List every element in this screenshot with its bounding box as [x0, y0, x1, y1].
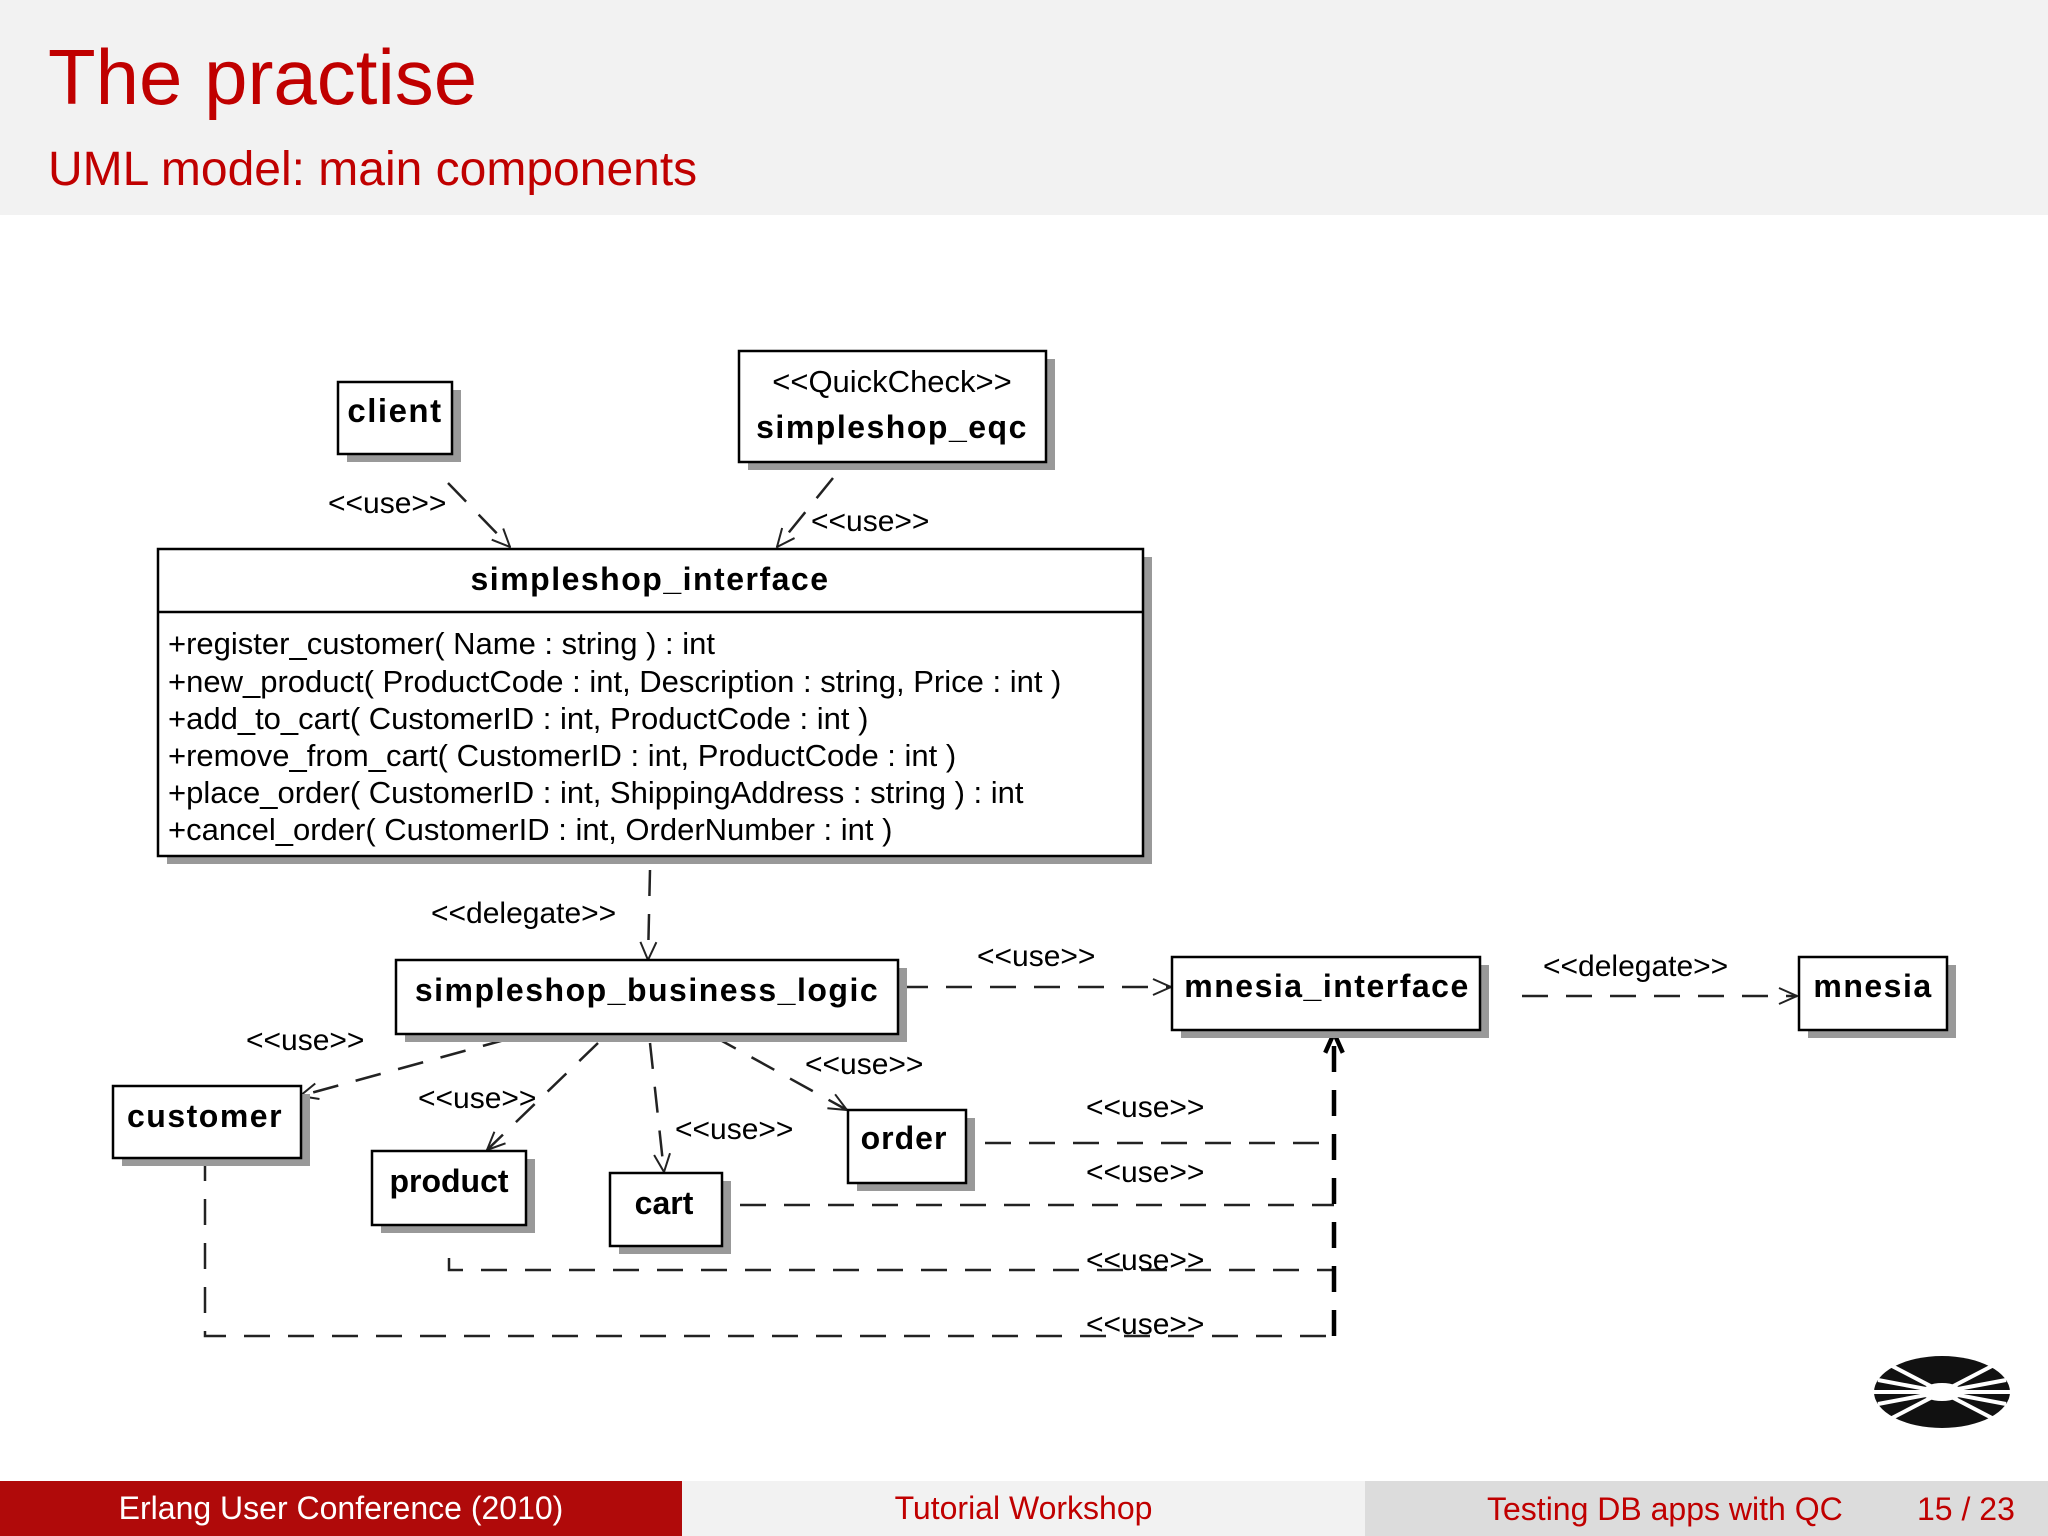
operation-place-order: +place_order( CustomerID : int, Shipping…	[168, 775, 1024, 810]
operation-cancel-order: +cancel_order( CustomerID : int, OrderNu…	[168, 812, 892, 847]
slide-title: The practise	[48, 33, 478, 121]
use-label-cart: <<use>>	[675, 1113, 793, 1146]
slide-footer: Erlang User Conference (2010) Tutorial W…	[0, 1481, 2048, 1536]
connector-business-order	[712, 1034, 847, 1110]
operation-add-to-cart: +add_to_cart( CustomerID : int, ProductC…	[168, 701, 868, 736]
use-label-order: <<use>>	[805, 1048, 923, 1081]
order-name: order	[861, 1120, 948, 1156]
connector-business-product	[487, 1042, 599, 1150]
class-client: client	[336, 380, 461, 462]
class-order: order	[846, 1108, 975, 1191]
mnesia-name: mnesia	[1813, 968, 1932, 1004]
customer-name: customer	[127, 1098, 283, 1134]
use-label-customer-mnesia: <<use>>	[1086, 1308, 1204, 1341]
connector-business-cart	[648, 1042, 664, 1172]
footer-right: Testing DB apps with QC 15 / 23	[1365, 1481, 2048, 1536]
slide-header: The practise UML model: main components	[0, 0, 2048, 215]
connector-business-customer	[300, 1037, 509, 1096]
use-label-product: <<use>>	[418, 1082, 536, 1115]
class-simpleshop-eqc: <<QuickCheck>> simpleshop_eqc	[737, 349, 1055, 470]
eqc-stereotype: <<QuickCheck>>	[772, 364, 1012, 399]
footer-event: Tutorial Workshop	[682, 1481, 1365, 1536]
use-label-customer: <<use>>	[246, 1024, 364, 1057]
business-logic-name: simpleshop_business_logic	[415, 972, 879, 1008]
operation-new-product: +new_product( ProductCode : int, Descrip…	[168, 664, 1061, 699]
connector-interface-business	[648, 869, 650, 960]
use-label-product-mnesia: <<use>>	[1086, 1244, 1204, 1277]
class-product: product	[370, 1149, 535, 1233]
connector-eqc-interface	[777, 477, 834, 547]
delegate-label-mnesia: <<delegate>>	[1543, 950, 1728, 983]
eqc-name: simpleshop_eqc	[756, 409, 1028, 445]
use-label-eqc: <<use>>	[811, 505, 929, 538]
use-label-order-mnesia: <<use>>	[1086, 1091, 1204, 1124]
class-mnesia-interface: mnesia_interface	[1170, 955, 1489, 1038]
footer-conference: Erlang User Conference (2010)	[0, 1481, 682, 1536]
class-simpleshop-interface: simpleshop_interface +register_customer(…	[156, 547, 1152, 864]
delegate-label-interface: <<delegate>>	[431, 897, 616, 930]
cart-name: cart	[635, 1185, 694, 1221]
connector-customer-mnesia	[203, 1155, 1334, 1338]
product-name: product	[389, 1163, 508, 1199]
class-simpleshop-business-logic: simpleshop_business_logic	[394, 958, 907, 1042]
operation-register-customer: +register_customer( Name : string ) : in…	[168, 626, 715, 661]
slide-subtitle: UML model: main components	[48, 143, 698, 196]
use-label-cart-mnesia: <<use>>	[1086, 1156, 1204, 1189]
university-logo	[1874, 1356, 2010, 1428]
client-name: client	[347, 392, 442, 429]
operation-remove-from-cart: +remove_from_cart( CustomerID : int, Pro…	[168, 738, 956, 773]
class-cart: cart	[608, 1171, 731, 1254]
class-customer: customer	[111, 1084, 310, 1166]
connector-client-interface	[447, 482, 510, 547]
interface-name: simpleshop_interface	[471, 561, 830, 597]
class-mnesia: mnesia	[1797, 955, 1956, 1038]
mnesia-interface-name: mnesia_interface	[1184, 968, 1469, 1004]
connector-product-mnesia	[447, 1258, 1334, 1272]
footer-talk-title: Testing DB apps with QC	[1487, 1491, 1843, 1527]
use-label-client: <<use>>	[328, 487, 446, 520]
use-label-mnesia-interface: <<use>>	[977, 940, 1095, 973]
page-number: 15 / 23	[1917, 1491, 2015, 1527]
